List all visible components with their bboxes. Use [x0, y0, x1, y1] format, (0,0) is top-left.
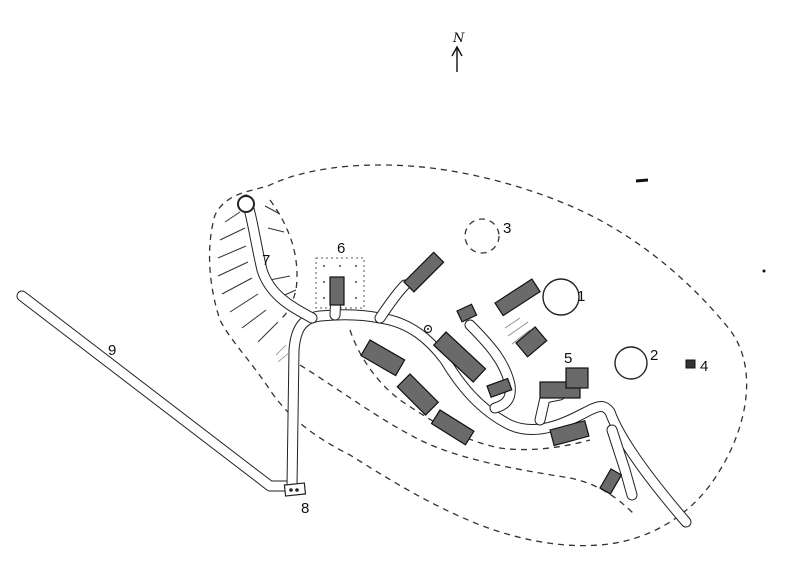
building	[403, 251, 445, 293]
building	[360, 339, 406, 377]
building	[329, 276, 345, 306]
map-mark	[635, 178, 649, 183]
building	[515, 326, 548, 358]
building	[599, 468, 623, 495]
feature-4-marker	[685, 359, 696, 369]
well-marker-center	[427, 328, 429, 330]
label-1: 1	[577, 288, 585, 305]
building	[430, 409, 475, 446]
label-4: 4	[700, 358, 708, 375]
site-boundary	[208, 164, 748, 547]
building	[396, 373, 440, 416]
label-6: 6	[337, 240, 345, 257]
north-label: N	[452, 31, 465, 46]
road-network	[16, 194, 692, 528]
building	[494, 278, 541, 317]
building	[432, 331, 487, 383]
label-7: 7	[262, 252, 270, 269]
label-5: 5	[564, 350, 572, 367]
building	[486, 377, 513, 399]
inner-boundary	[299, 364, 636, 516]
feature-8	[283, 482, 307, 497]
label-2: 2	[650, 347, 658, 364]
feature-circle-1	[542, 278, 580, 316]
feature-circle-3	[464, 218, 500, 254]
hatched-areas	[275, 317, 531, 363]
label-8: 8	[301, 500, 309, 517]
building	[549, 419, 590, 447]
label-9: 9	[108, 342, 116, 359]
well-marker	[423, 324, 433, 334]
north-arrow-head	[451, 45, 463, 57]
north-arrow: N	[451, 31, 465, 72]
slope-marks-7	[217, 205, 297, 343]
building-strip-outline	[349, 329, 591, 451]
label-3: 3	[503, 220, 511, 237]
buildings	[329, 251, 623, 495]
building	[456, 303, 478, 323]
map-mark	[762, 269, 766, 273]
building-5	[565, 367, 589, 389]
feature-circle-2	[614, 346, 648, 380]
